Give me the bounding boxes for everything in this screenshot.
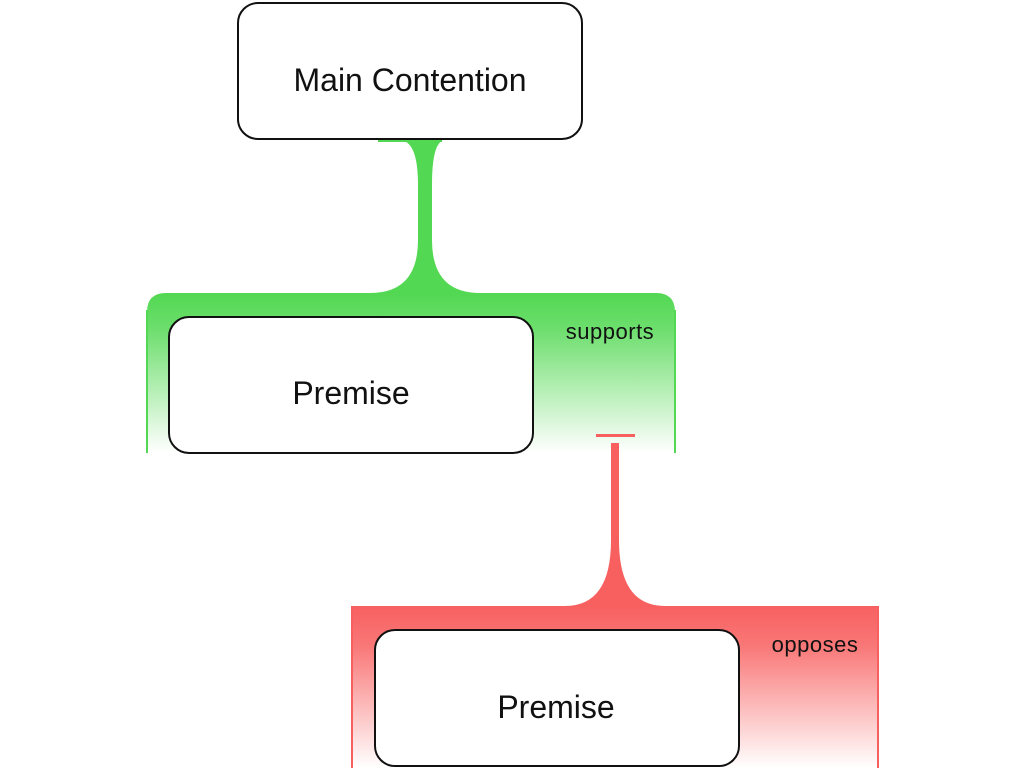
main-contention-node[interactable]: Main Contention xyxy=(237,2,583,140)
main-contention-box xyxy=(237,2,583,140)
objection-premise-node[interactable]: Premise xyxy=(374,629,740,767)
opposes-relation-label: opposes xyxy=(772,632,859,657)
supporting-premise-box xyxy=(168,316,534,454)
support-connector xyxy=(370,141,480,293)
oppose-connector xyxy=(565,443,665,606)
supports-relation-label: supports xyxy=(566,319,654,344)
supporting-premise-node[interactable]: Premise xyxy=(168,316,534,454)
oppose-connector-cap xyxy=(596,434,635,437)
supporting-premise-label: Premise xyxy=(292,375,409,411)
main-contention-label: Main Contention xyxy=(293,62,526,98)
objection-premise-box xyxy=(374,629,740,767)
objection-premise-label: Premise xyxy=(497,689,614,725)
